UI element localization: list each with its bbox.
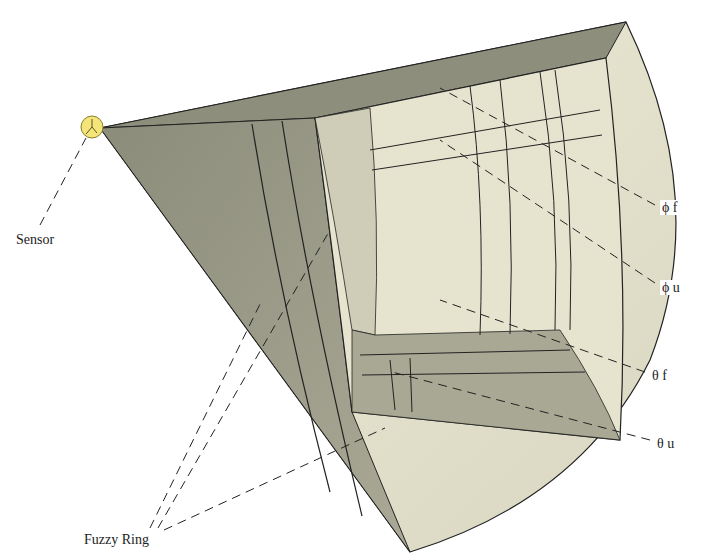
ring-band bbox=[282, 121, 362, 516]
sensor-symbol bbox=[81, 116, 103, 138]
sensor-symbol bbox=[86, 119, 97, 134]
ring-band bbox=[470, 86, 481, 335]
cutaway-window bbox=[315, 58, 623, 440]
leader-lines bbox=[40, 88, 655, 530]
ring-band bbox=[555, 70, 571, 330]
angle-label: ϕ u bbox=[660, 280, 682, 295]
ring-label: Fuzzy Ring bbox=[82, 532, 151, 547]
angle-label: ϕ f bbox=[660, 200, 680, 215]
interior-wall bbox=[315, 108, 377, 335]
ring-band bbox=[500, 80, 511, 334]
ring-band bbox=[540, 72, 556, 330]
ring-band bbox=[360, 350, 570, 355]
angle-label: θ f bbox=[650, 368, 669, 383]
sensor-label: Sensor bbox=[14, 232, 56, 247]
angle-label: θ u bbox=[655, 436, 676, 451]
interior-floor bbox=[352, 330, 620, 440]
ring-band bbox=[410, 358, 412, 412]
ring-band bbox=[390, 360, 395, 410]
outer-surface bbox=[100, 22, 676, 552]
ring-band bbox=[372, 135, 602, 170]
ring-band bbox=[370, 110, 600, 150]
